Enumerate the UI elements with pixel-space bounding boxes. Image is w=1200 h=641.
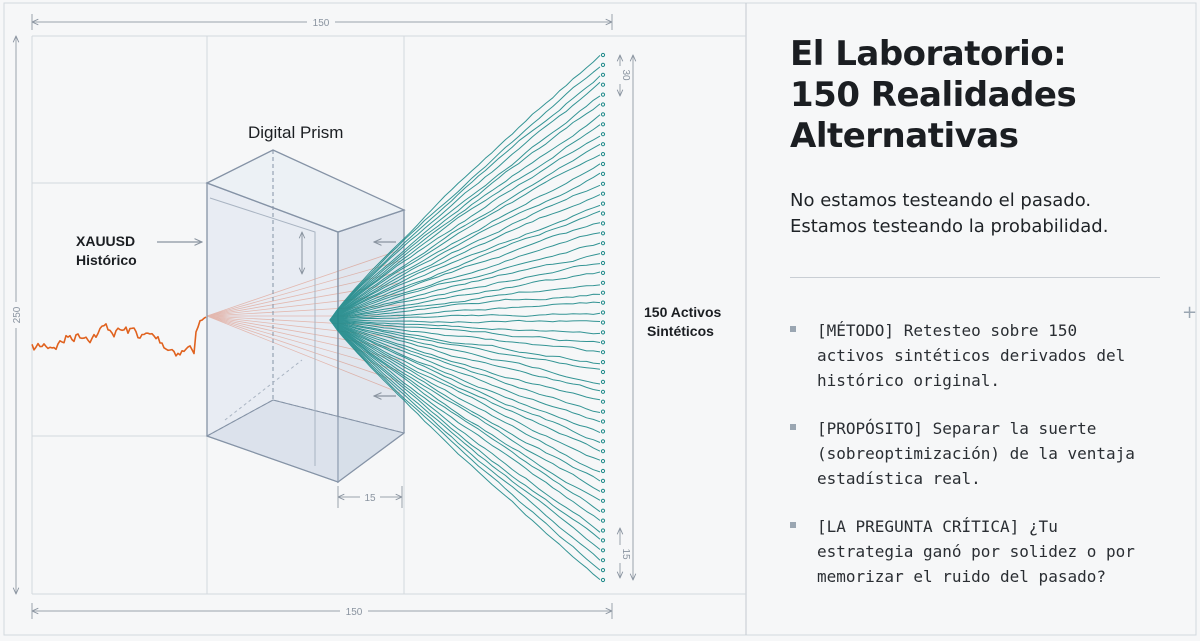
right-top-dimension-text: 30: [620, 69, 631, 81]
key-point-purpose: [PROPÓSITO] Separar la suerte (sobreopti…: [790, 416, 1170, 491]
key-point-line: [MÉTODO] Retesteo sobre 150: [817, 321, 1078, 340]
subtitle-line: Estamos testeando la probabilidad.: [790, 216, 1109, 237]
prism-bottom-face: [205, 399, 406, 483]
bottom-dimension-text: 150: [346, 607, 363, 618]
key-point-line: memorizar el ruido del pasado?: [817, 567, 1106, 586]
historical-price-line: [31, 316, 207, 357]
left-dimension-text: 250: [12, 306, 23, 323]
source-label-line2: Histórico: [76, 252, 137, 268]
title-line: 150 Realidades: [790, 75, 1077, 115]
prism-top-face: [205, 149, 406, 233]
bullet-icon: [790, 522, 796, 528]
key-point-text: [LA PREGUNTA CRÍTICA] ¿Tu estrategia gan…: [817, 514, 1170, 589]
bullet-icon: [790, 424, 796, 430]
title-line: El Laboratorio:: [790, 34, 1067, 74]
key-point-line: histórico original.: [817, 371, 1001, 390]
plus-icon: +: [1182, 302, 1198, 323]
section-divider: [790, 277, 1160, 278]
synthetic-paths: [329, 55, 601, 580]
key-point-line: activos sintéticos derivados del: [817, 346, 1126, 365]
prism-width-text: 15: [364, 493, 376, 504]
prism-inner-edge: [209, 197, 316, 466]
key-point-line: [PROPÓSITO] Separar la suerte: [817, 419, 1097, 438]
top-dimension-text: 150: [313, 18, 330, 29]
right-bottom-dimension-text: 15: [620, 548, 631, 560]
output-label-line1: 150 Activos: [644, 304, 722, 320]
subtitle: No estamos testeando el pasado. Estamos …: [790, 188, 1190, 240]
key-points-list: [MÉTODO] Retesteo sobre 150 activos sint…: [790, 318, 1170, 612]
prism-diagonal-dashes: [224, 359, 303, 421]
output-label-line2: Sintéticos: [647, 323, 714, 339]
key-point-method: [MÉTODO] Retesteo sobre 150 activos sint…: [790, 318, 1170, 393]
synthetic-endpoints: [600, 52, 606, 583]
outer-frame: [3, 2, 1197, 636]
info-panel: El Laboratorio: 150 Realidades Alternati…: [748, 0, 1200, 641]
key-point-text: [PROPÓSITO] Separar la suerte (sobreopti…: [817, 416, 1170, 491]
key-point-line: estadística real.: [817, 469, 981, 488]
key-point-line: [LA PREGUNTA CRÍTICA] ¿Tu: [817, 517, 1058, 536]
key-point-critical-question: [LA PREGUNTA CRÍTICA] ¿Tu estrategia gan…: [790, 514, 1170, 589]
bullet-icon: [790, 326, 796, 332]
page-title: El Laboratorio: 150 Realidades Alternati…: [790, 34, 1190, 157]
title-line: Alternativas: [790, 116, 1019, 156]
subtitle-line: No estamos testeando el pasado.: [790, 190, 1092, 211]
source-label-line1: XAUUSD: [76, 233, 135, 249]
key-point-line: estrategia ganó por solidez o por: [817, 542, 1135, 561]
prism-label: Digital Prism: [248, 123, 343, 142]
digital-prism: [205, 149, 406, 484]
key-point-line: (sobreoptimización) de la ventaja: [817, 444, 1135, 463]
key-point-text: [MÉTODO] Retesteo sobre 150 activos sint…: [817, 318, 1170, 393]
